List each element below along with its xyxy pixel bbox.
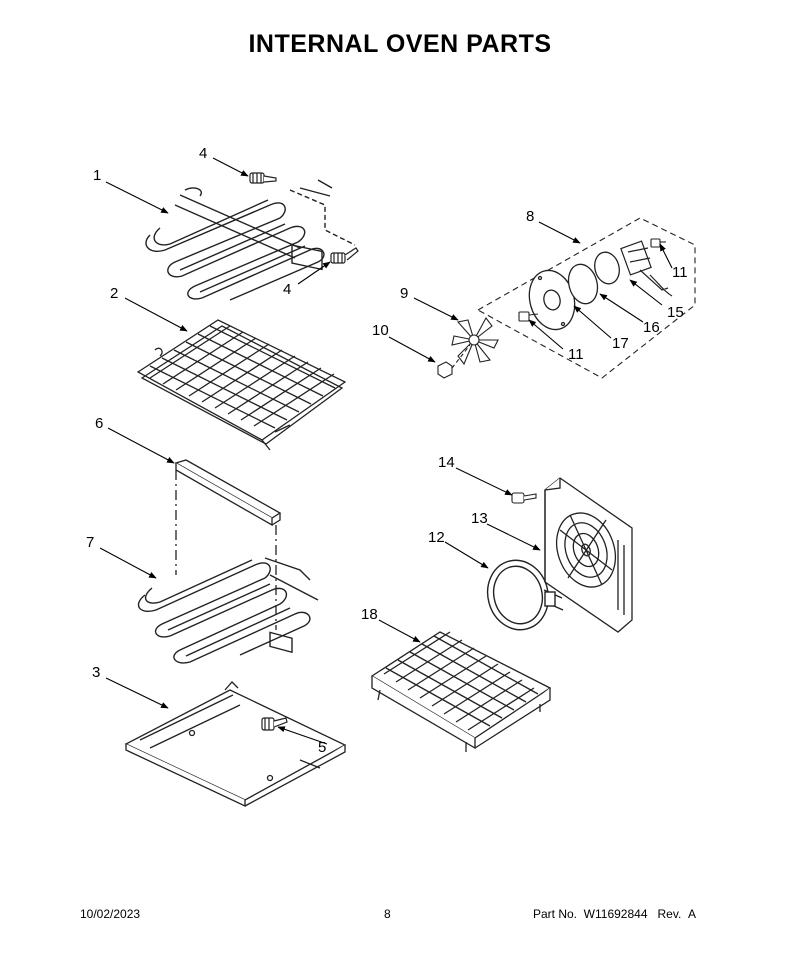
callout-15: 15: [667, 304, 684, 321]
callout-11-motor: 11: [672, 264, 688, 281]
fan-dash: [451, 344, 471, 369]
rev-value: A: [687, 907, 696, 921]
part-label: Part No.: [532, 907, 577, 921]
screw-fan: [518, 311, 539, 322]
callout-16: 16: [643, 319, 660, 336]
dash-lines-6-7: [175, 470, 277, 630]
callout-4-lower: 4: [283, 281, 291, 298]
fan-nut: [437, 361, 453, 379]
callout-18: 18: [361, 606, 378, 623]
footer-part-info: Part No. W11692844 Rev. A: [533, 907, 696, 921]
insulation-disc: [567, 263, 599, 305]
callout-4-upper: 4: [199, 145, 207, 162]
callout-9: 9: [400, 285, 408, 302]
fan-blade: [451, 316, 499, 366]
callout-8: 8: [526, 208, 534, 225]
callout-1: 1: [93, 167, 101, 184]
rear-fan-cover: [544, 477, 633, 633]
fan-plate: [528, 269, 576, 331]
rev-label: Rev.: [657, 907, 682, 921]
callout-3: 3: [92, 664, 100, 681]
convection-motor: [620, 240, 673, 297]
callout-12: 12: [428, 529, 445, 546]
callout-numbers: 1 4 4 2 6 7 3 5 8 9 10 11 11 17 16 15 14…: [86, 145, 688, 756]
upper-heating-element: [145, 179, 356, 301]
convection-element: [486, 559, 564, 631]
gasket-disc: [594, 251, 620, 285]
screw-bottom: [261, 717, 288, 731]
screw-motor: [650, 238, 666, 248]
footer-date: 10/02/2023: [80, 907, 141, 921]
screw-lower: [330, 247, 359, 264]
callout-6: 6: [95, 415, 103, 432]
callout-7: 7: [86, 534, 94, 551]
air-fry-basket: [370, 631, 552, 752]
callout-10: 10: [372, 322, 389, 339]
bottom-cover-panel: [124, 681, 347, 808]
callout-11-fan: 11: [568, 346, 584, 363]
element-shield: [174, 459, 282, 527]
page-title: INTERNAL OVEN PARTS: [248, 30, 552, 58]
screw-upper: [249, 172, 277, 184]
callout-5: 5: [318, 739, 326, 756]
bake-element: [137, 557, 319, 664]
oven-rack: [136, 319, 347, 451]
screw-rear: [511, 492, 537, 504]
part-number: W11692844: [583, 907, 648, 921]
callout-13: 13: [471, 510, 488, 527]
callout-17: 17: [612, 335, 629, 352]
callout-14: 14: [438, 454, 455, 471]
convection-assembly-box: [476, 217, 696, 379]
leader-arrows: [99, 157, 673, 745]
footer-page-number: 8: [384, 907, 391, 921]
callout-2: 2: [110, 285, 118, 302]
